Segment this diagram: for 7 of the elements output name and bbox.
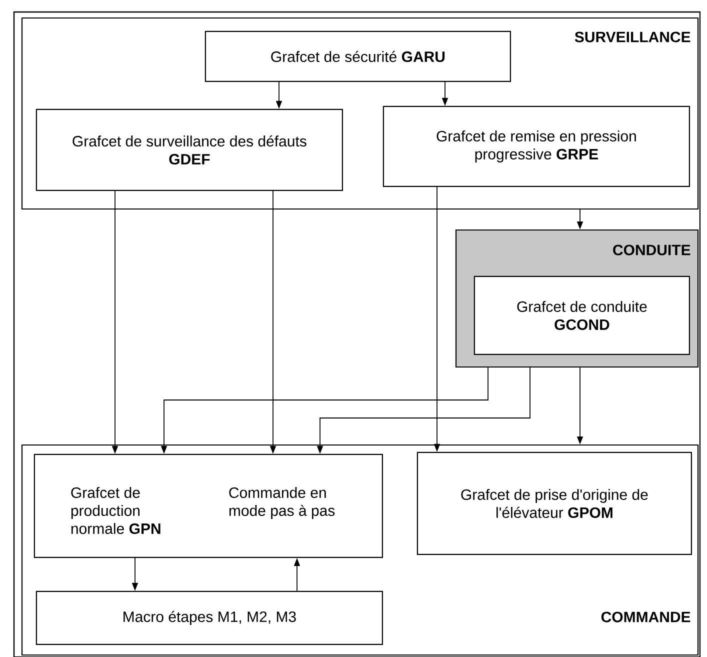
- process-box: Grafcet de conduite GCOND: [474, 276, 690, 355]
- process-box: Grafcet de sécurité GARU: [204, 30, 511, 82]
- process-box: Grafcet de prise d'origine de l'élévateur GPOM: [416, 452, 692, 555]
- process-box: Grafcet de remise en pression progressive GRPE: [382, 106, 690, 187]
- process-box: Macro étapes M1, M2, M3: [36, 590, 383, 645]
- process-box: Grafcet de surveillance des défauts GDEF: [36, 108, 343, 191]
- process-box: Grafcet de production normale GPN Commande en mode pas à pas: [34, 454, 383, 558]
